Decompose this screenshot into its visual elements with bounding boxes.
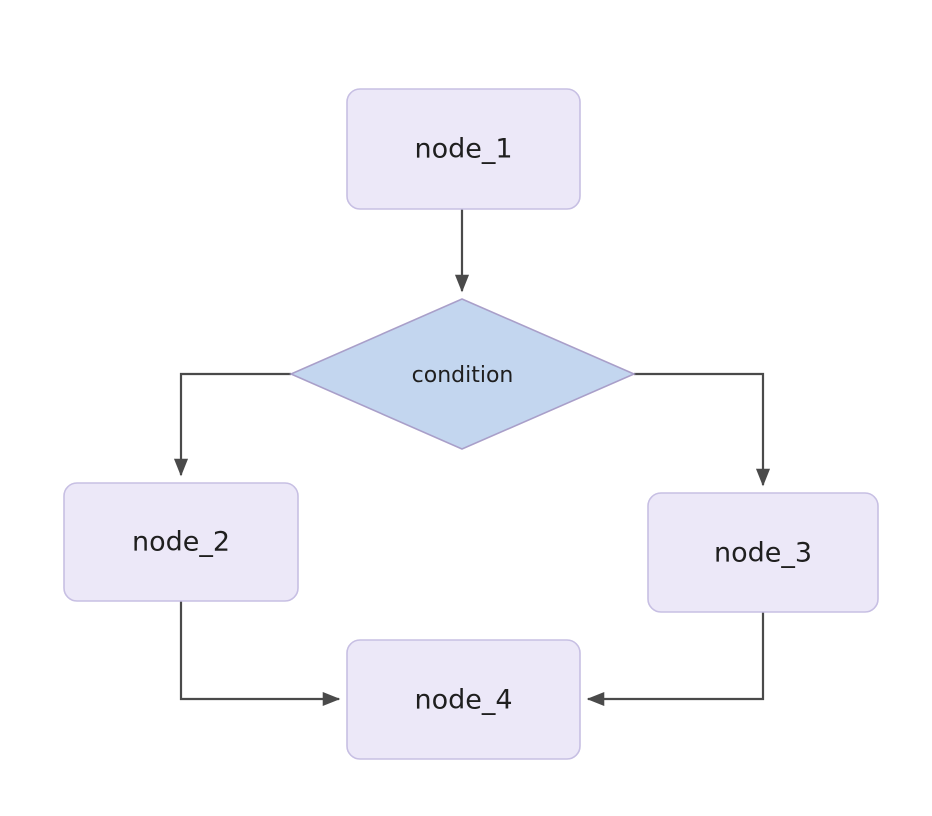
edge-condition-to-node3: [634, 372, 771, 487]
edges-layer: [173, 209, 771, 707]
edge-node2-to-node4: [179, 601, 341, 707]
node-node_4[interactable]: node_4: [346, 639, 581, 760]
node-node_2-shape[interactable]: [63, 482, 299, 602]
node-node_3[interactable]: node_3: [647, 492, 879, 613]
node-node_2[interactable]: node_2: [63, 482, 299, 602]
node-node_3-label: node_3: [714, 538, 812, 569]
node-node_4-label: node_4: [414, 685, 512, 716]
node-node_1-shape[interactable]: [346, 88, 581, 210]
node-node_3-shape[interactable]: [647, 492, 879, 613]
node-condition-shape[interactable]: [289, 298, 637, 450]
edge-condition-to-node2: [173, 372, 291, 477]
node-node_1-label: node_1: [414, 134, 512, 165]
node-condition-label: condition: [412, 363, 514, 388]
node-node_2-label: node_2: [132, 527, 230, 558]
node-node_1[interactable]: node_1: [346, 88, 581, 210]
node-condition[interactable]: condition: [289, 298, 637, 450]
node-node_4-shape[interactable]: [346, 639, 581, 760]
edge-node3-to-node4: [586, 612, 765, 707]
